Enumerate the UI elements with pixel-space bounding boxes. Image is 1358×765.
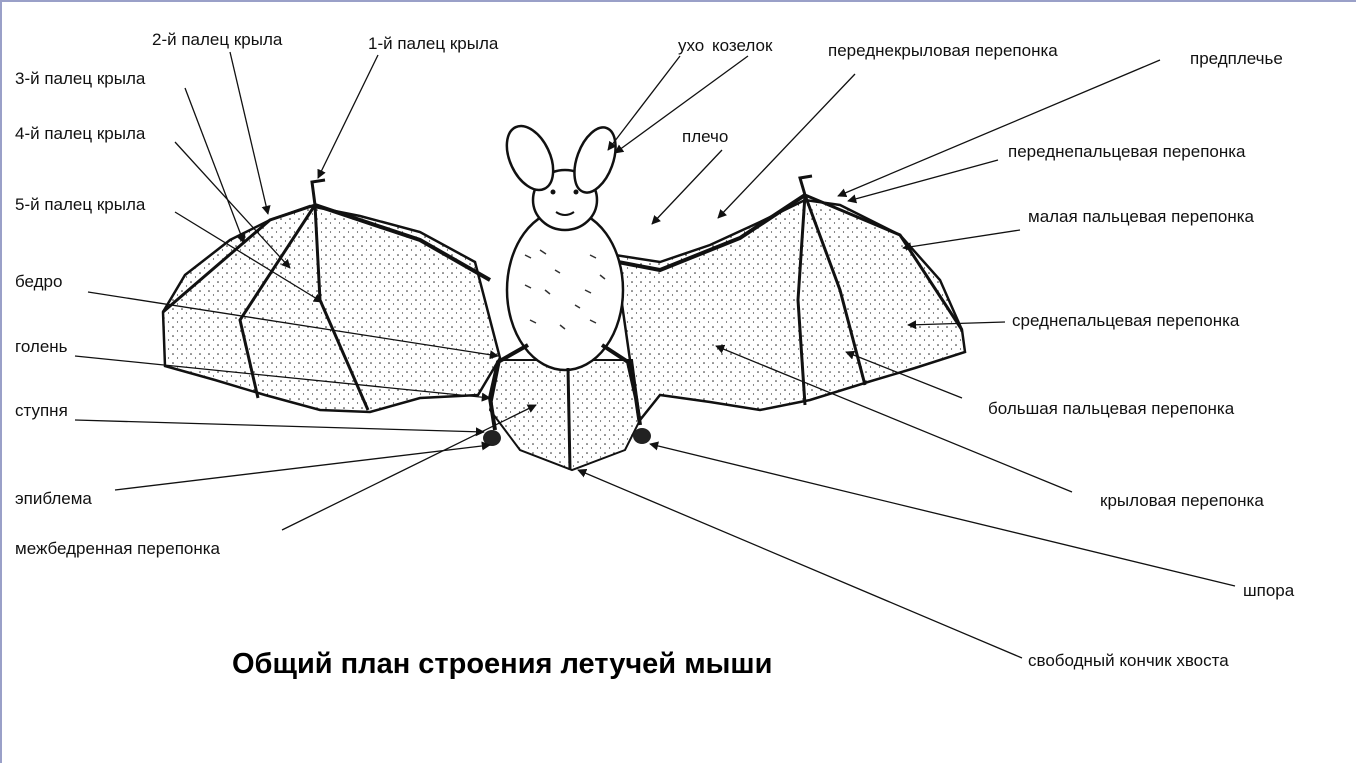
label-finger-5: 5-й палец крыла — [15, 196, 145, 213]
label-calcar: шпора — [1243, 582, 1294, 599]
tail — [568, 368, 570, 470]
label-forearm: предплечье — [1190, 50, 1283, 67]
label-tragus: козелок — [712, 37, 772, 54]
label-finger-2: 2-й палец крыла — [152, 31, 282, 48]
label-ear: ухо — [678, 37, 704, 54]
left-wing-membrane — [163, 206, 500, 412]
label-finger-3: 3-й палец крыла — [15, 70, 145, 87]
label-foot: ступня — [15, 402, 68, 419]
label-mid-digital-membrane: среднепальцевая перепонка — [1012, 312, 1239, 329]
left-eye — [551, 190, 556, 195]
interfemoral-membrane — [490, 360, 640, 470]
label-propatagium: переднекрыловая перепонка — [828, 42, 1058, 59]
label-large-digital-membrane: большая пальцевая перепонка — [988, 400, 1234, 417]
diagram-title: Общий план строения летучей мыши — [232, 648, 772, 681]
label-small-digital-membrane: малая пальцевая перепонка — [1028, 208, 1254, 225]
right-eye — [574, 190, 579, 195]
left-foot — [483, 430, 501, 446]
label-wing-membrane: крыловая перепонка — [1100, 492, 1264, 509]
right-wing-membrane — [615, 200, 965, 420]
label-finger-4: 4-й палец крыла — [15, 125, 145, 142]
label-shoulder: плечо — [682, 128, 728, 145]
label-epiblema: эпиблема — [15, 490, 92, 507]
label-predigital-membrane: переднепальцевая перепонка — [1008, 143, 1246, 160]
label-shin: голень — [15, 338, 68, 355]
label-tail-tip: свободный кончик хвоста — [1028, 652, 1229, 669]
label-finger-1: 1-й палец крыла — [368, 35, 498, 52]
label-interfemoral-membrane: межбедренная перепонка — [15, 540, 220, 557]
right-foot — [633, 428, 651, 444]
label-thigh: бедро — [15, 273, 62, 290]
